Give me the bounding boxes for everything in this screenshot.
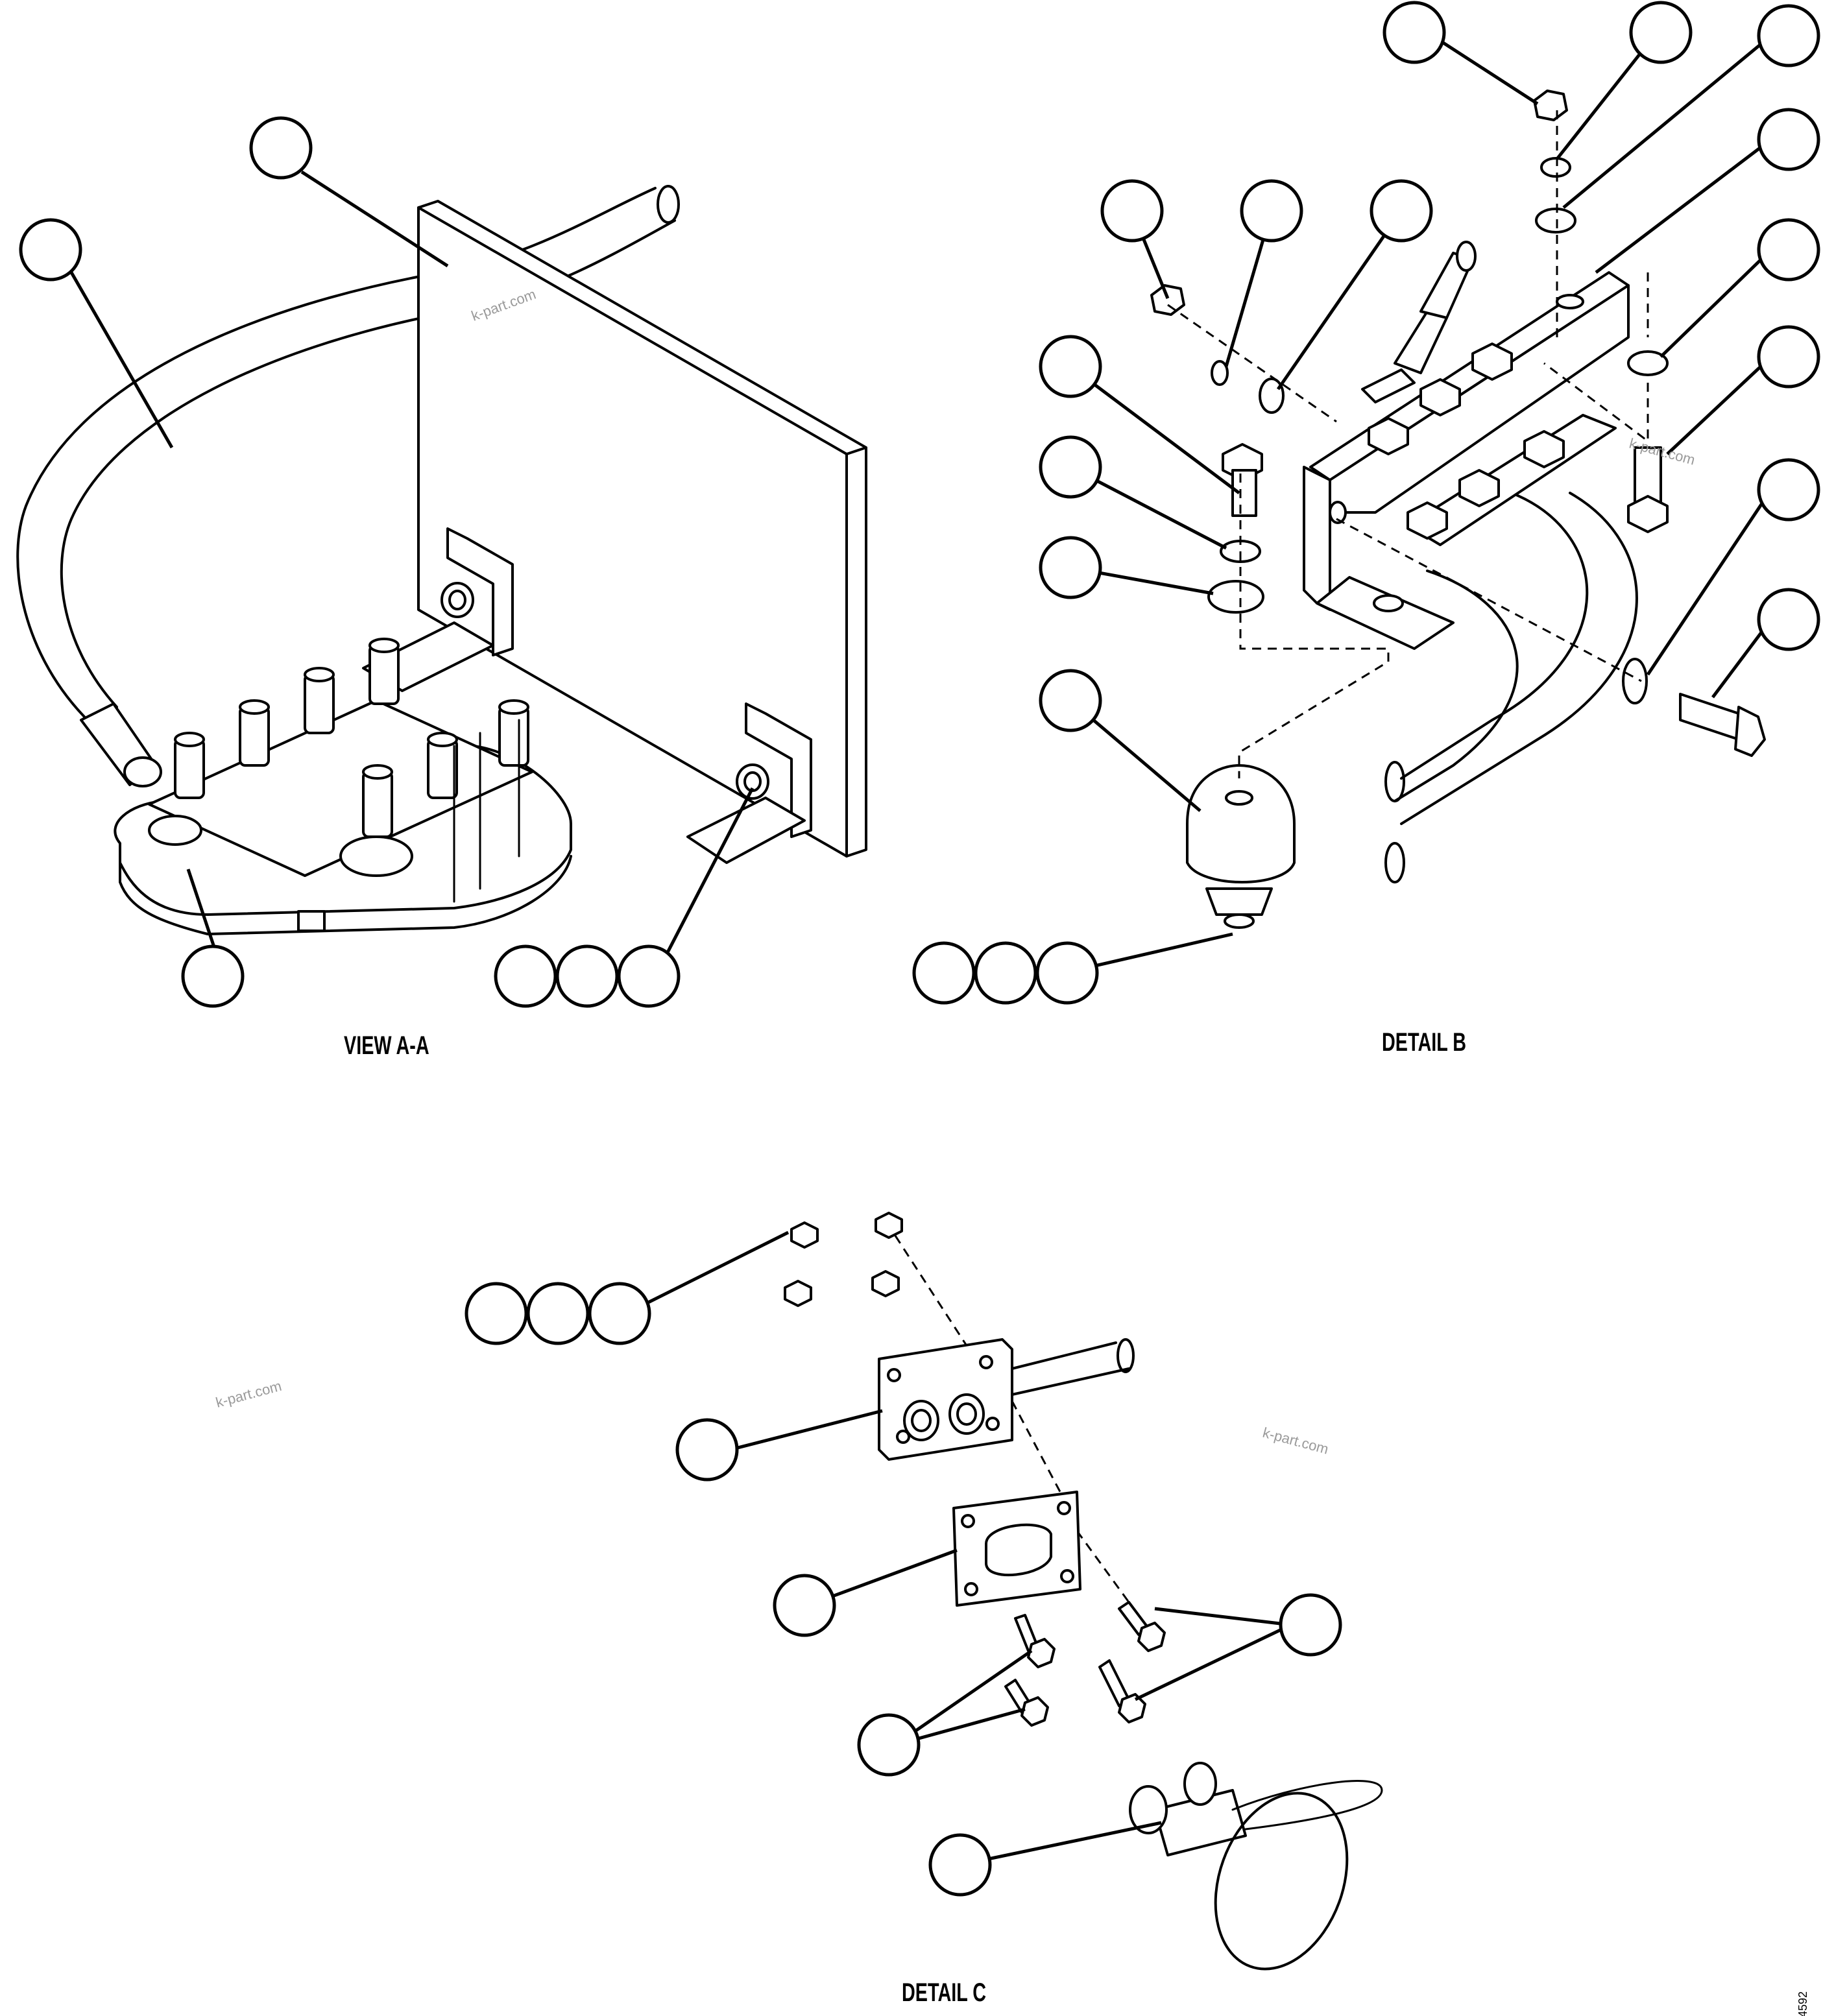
callout-bubble [1279, 1593, 1342, 1657]
gasket [952, 1491, 1081, 1607]
detail-c: DETAIL C [465, 1212, 1383, 2007]
dust-cap [1129, 1762, 1383, 1971]
leader-bracket-hardware [653, 787, 755, 978]
callout-bubble [1382, 1, 1446, 64]
bracket-lower [686, 702, 812, 864]
callout-bubble [1757, 325, 1820, 389]
centerline [1543, 272, 1649, 443]
callout-bubble [249, 116, 313, 180]
nuts [1368, 342, 1565, 540]
callout-bubble [1629, 1, 1693, 64]
leader-plate [300, 170, 449, 268]
callout-bubble [181, 944, 245, 1008]
callout-bubble [773, 1574, 836, 1637]
callout-bubble [19, 218, 82, 282]
centerline [1336, 518, 1642, 682]
callout-bubble [494, 944, 557, 1008]
leader [1562, 34, 1772, 209]
callout-bubble [1039, 435, 1102, 499]
leader [1134, 1623, 1292, 1701]
callout-bubble [1757, 108, 1820, 171]
view-aa: VIEW A-A [16, 116, 867, 1060]
mounting-plate [417, 200, 867, 858]
leader [894, 1649, 1033, 1747]
leader [1154, 1607, 1292, 1627]
leader-cable [69, 271, 174, 449]
fittings [1361, 241, 1477, 403]
centerline [894, 1235, 974, 1356]
centerline [1011, 1400, 1130, 1603]
callout-bubble [974, 941, 1037, 1005]
leader [1069, 365, 1240, 494]
leader [644, 1230, 790, 1306]
terminal-studs [174, 638, 529, 903]
watermark: k-part.com [1261, 1424, 1331, 1458]
callout-bubble [588, 1282, 651, 1345]
callout-bubble [912, 941, 976, 1005]
callout-bubble [928, 1833, 992, 1897]
centerline [1167, 304, 1337, 423]
callout-bubble [1757, 458, 1820, 522]
centerline [1238, 474, 1390, 778]
callout-bubble [1039, 335, 1102, 398]
caption-detail-b: DETAIL B [1382, 1027, 1466, 1057]
leader [1426, 30, 1539, 106]
callout-bubble [555, 944, 619, 1008]
cable-lug [80, 702, 162, 787]
exploded-hardware [1150, 90, 1766, 929]
callout-bubble [526, 1282, 590, 1345]
callout-bubble [675, 1418, 739, 1482]
callout-bubble [617, 944, 681, 1008]
screws [1004, 1601, 1166, 1727]
connector-housing [878, 1338, 1135, 1461]
figure-number: 84592 [1796, 1991, 1809, 2016]
callout-bubble [1757, 588, 1820, 651]
callout-bubble [1035, 941, 1099, 1005]
leader [1276, 210, 1403, 390]
caption-view-aa: VIEW A-A [344, 1031, 429, 1060]
callout-bubble [1240, 179, 1303, 243]
grommet [1186, 764, 1296, 929]
leader [960, 1821, 1162, 1867]
cables [1384, 492, 1638, 883]
detail-b: DETAIL B [912, 1, 1820, 1057]
leader [1666, 355, 1772, 455]
callout-bubble [1370, 179, 1433, 243]
callout-bubble [857, 1713, 921, 1777]
leader [729, 1409, 883, 1452]
leader [1646, 488, 1773, 676]
callout-bubble [1039, 669, 1102, 732]
nuts [784, 1212, 903, 1307]
leader-terminal-block [186, 869, 216, 948]
callout-bubble [1757, 4, 1820, 67]
leader [1556, 34, 1656, 160]
callout-bubble [1757, 218, 1820, 282]
callout-bubble [1039, 536, 1102, 599]
watermark: k-part.com [214, 1378, 284, 1411]
leader [1595, 138, 1772, 274]
callout-bubble [1100, 179, 1164, 243]
terminal-block [1303, 241, 1630, 650]
caption-detail-c: DETAIL C [902, 1978, 986, 2007]
callout-bubble [465, 1282, 528, 1345]
leader [1660, 248, 1772, 358]
